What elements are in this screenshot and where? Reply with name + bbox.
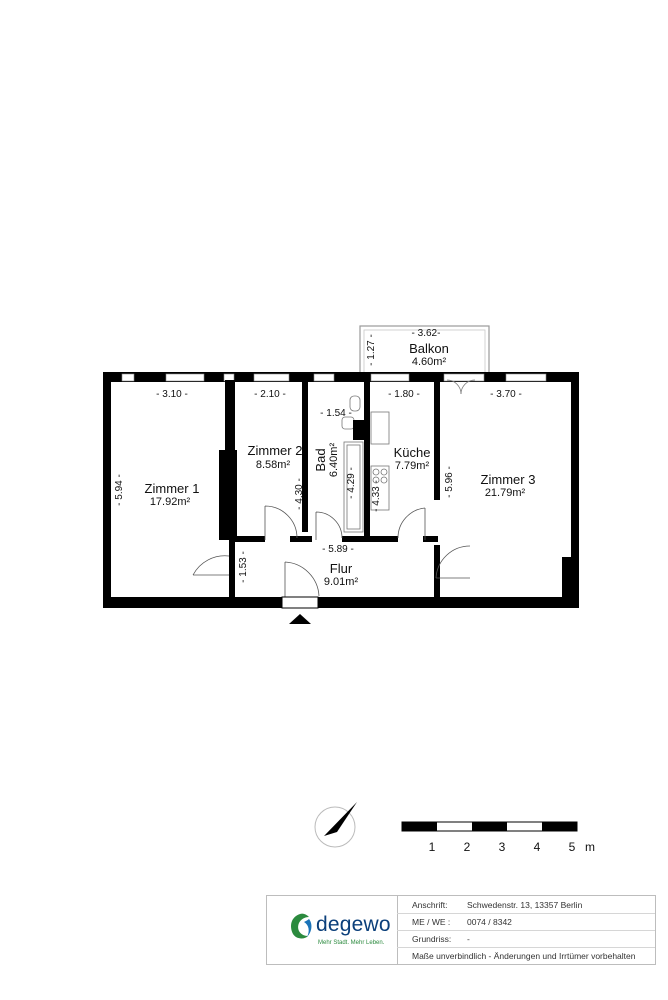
- dim-zimmer1-width: - 3.10 -: [156, 389, 188, 400]
- dim-zimmer3-depth: - 5.96 -: [444, 466, 455, 498]
- logo-slogan: Mehr Stadt. Mehr Leben.: [318, 940, 385, 946]
- room-name-kueche: Küche: [394, 445, 431, 460]
- room-area-kueche: 7.79m²: [395, 460, 430, 472]
- toilet-icon: [349, 395, 361, 412]
- room-area-zimmer-3: 21.79m²: [485, 487, 526, 499]
- room-area-zimmer-2: 8.58m²: [256, 459, 291, 471]
- dim-balkon-width: - 3.62-: [412, 328, 441, 339]
- room-area-zimmer-1: 17.92m²: [150, 496, 191, 508]
- logo-cell: degewo Mehr Stadt. Mehr Leben.: [267, 896, 398, 964]
- kitchen-fixtures: [370, 411, 390, 511]
- room-name-zimmer-3: Zimmer 3: [481, 472, 536, 487]
- info-row-id: ME / WE : 0074 / 8342: [397, 913, 655, 931]
- info-row-address: Anschrift: Schwedenstr. 13, 13357 Berlin: [397, 896, 655, 914]
- id-label: ME / WE :: [412, 917, 451, 927]
- dim-kueche-depth: - 4.33 -: [371, 480, 382, 512]
- balcony-door: [446, 379, 476, 395]
- dimension-labels: - 3.10 - - 5.94 - - 2.10 - - 4.30 - - 1.…: [114, 328, 522, 583]
- entrance-arrow-icon: [289, 614, 311, 624]
- scale-label-4: 4: [534, 840, 541, 854]
- room-name-zimmer-2: Zimmer 2: [248, 443, 303, 458]
- stove-icon: [370, 465, 390, 511]
- outer-walls: [103, 372, 579, 608]
- disclaimer-text: Maße unverbindlich - Änderungen und Irrt…: [412, 951, 636, 961]
- info-row-plan: Grundriss: -: [397, 930, 655, 948]
- dim-zimmer2-depth: - 4.30 -: [294, 478, 305, 510]
- dim-zimmer2-width: - 2.10 -: [254, 389, 286, 400]
- entrance-area: [281, 596, 319, 624]
- dim-bad-depth: - 4.29 -: [346, 467, 357, 499]
- bathroom-fixtures: [341, 395, 365, 533]
- dim-zimmer3-width: - 3.70 -: [490, 389, 522, 400]
- scale-label-3: 3: [499, 840, 506, 854]
- door-swings: [192, 505, 471, 598]
- plan-value: -: [467, 934, 470, 944]
- shaft-icon: [353, 420, 365, 440]
- scale-bar: 1 2 3 4 5 m: [401, 821, 595, 854]
- bathtub-icon: [343, 441, 364, 533]
- windows-top: [121, 373, 547, 382]
- scale-label-5: 5: [569, 840, 576, 854]
- interior-walls: [219, 380, 572, 600]
- room-name-bad: Bad: [313, 448, 328, 471]
- scale-unit: m: [585, 840, 595, 854]
- plan-label: Grundriss:: [412, 934, 452, 944]
- address-label: Anschrift:: [412, 900, 448, 910]
- degewo-logo-icon: [291, 913, 312, 939]
- room-labels: Zimmer 1 17.92m² Zimmer 2 8.58m² Bad 6.4…: [145, 341, 536, 588]
- room-area-bad: 6.40m²: [328, 443, 340, 478]
- sink-icon: [370, 411, 390, 445]
- id-value: 0074 / 8342: [467, 917, 512, 927]
- address-value: Schwedenstr. 13, 13357 Berlin: [467, 900, 583, 910]
- room-name-flur: Flur: [330, 561, 353, 576]
- info-row-disclaimer: Maße unverbindlich - Änderungen und Irrt…: [397, 947, 655, 964]
- dim-balkon-depth: - 1.27 -: [366, 334, 377, 366]
- scale-label-1: 1: [429, 840, 436, 854]
- logo-text: degewo: [316, 913, 391, 936]
- dim-bad-width: - 1.54 -: [320, 408, 352, 419]
- room-name-zimmer-1: Zimmer 1: [145, 481, 200, 496]
- dim-kueche-width: - 1.80 -: [388, 389, 420, 400]
- room-area-balkon: 4.60m²: [412, 356, 447, 368]
- room-name-balkon: Balkon: [409, 341, 449, 356]
- north-arrow-icon: [314, 802, 357, 848]
- floor-plan: Zimmer 1 17.92m² Zimmer 2 8.58m² Bad 6.4…: [103, 325, 595, 854]
- dim-flur-depth: - 1.53 -: [238, 551, 249, 583]
- info-box: degewo Mehr Stadt. Mehr Leben. Anschrift…: [266, 895, 656, 965]
- room-area-flur: 9.01m²: [324, 576, 359, 588]
- dim-flur-width: - 5.89 -: [322, 544, 354, 555]
- scale-label-2: 2: [464, 840, 471, 854]
- dim-zimmer1-depth: - 5.94 -: [114, 474, 125, 506]
